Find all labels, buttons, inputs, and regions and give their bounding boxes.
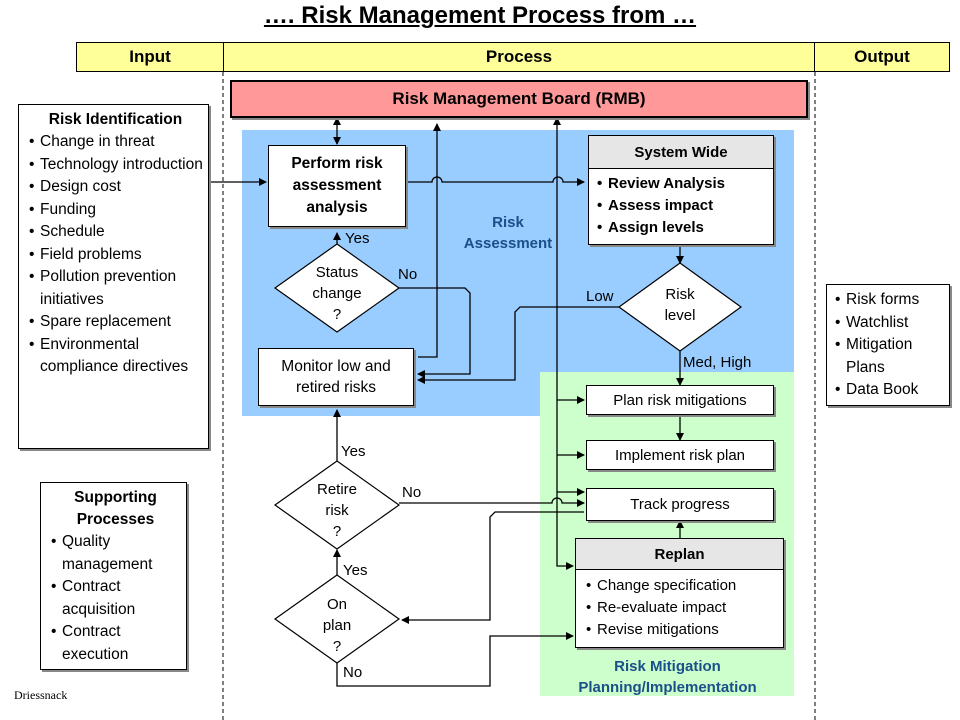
- list-item: Spare replacement: [27, 311, 204, 334]
- supporting-processes-title: Supporting Processes: [74, 489, 157, 528]
- plan-risk-mitigations-box: Plan risk mitigations: [586, 385, 774, 415]
- author-credit: Driessnack: [14, 688, 68, 702]
- status-change-diamond: [273, 243, 401, 333]
- list-item: Review Analysis: [595, 173, 773, 195]
- outputs-box: Risk forms Watchlist Mitigation Plans Da…: [826, 284, 950, 406]
- risk-management-board: Risk Management Board (RMB): [230, 80, 808, 118]
- risk-med-high-label: Med, High: [683, 354, 752, 371]
- perform-risk-assessment-box: Perform risk assessment analysis: [268, 145, 406, 227]
- list-item: Change specification: [584, 575, 783, 597]
- replan-list: Change specification Re-evaluate impact …: [576, 570, 783, 641]
- on-plan-no-label: No: [343, 664, 363, 681]
- on-plan-line: ?: [332, 638, 342, 655]
- list-item: Funding: [27, 199, 204, 222]
- monitor-risks-box: Monitor low and retired risks: [258, 348, 414, 406]
- list-item: Data Book: [833, 379, 945, 402]
- status-change-text: Status change ?: [297, 262, 377, 325]
- list-item: Revise mitigations: [584, 619, 783, 641]
- page-title: …. Risk Management Process from …: [263, 2, 697, 29]
- list-item: Re-evaluate impact: [584, 597, 783, 619]
- supporting-processes-box: Supporting Processes Quality management …: [40, 482, 187, 670]
- track-progress-box: Track progress: [586, 488, 774, 521]
- on-plan-diamond: [273, 574, 401, 664]
- system-wide-title: System Wide: [589, 136, 773, 169]
- retire-risk-text: Retire risk ?: [297, 479, 377, 542]
- outputs-list: Risk forms Watchlist Mitigation Plans Da…: [833, 289, 945, 402]
- column-header-input: Input: [76, 42, 224, 72]
- risk-identification-title: Risk Identification: [48, 111, 183, 128]
- risk-level-diamond: [617, 262, 743, 352]
- retire-no-label: No: [402, 484, 422, 501]
- status-no-label: No: [398, 266, 418, 283]
- status-change-line: Status: [315, 264, 359, 281]
- list-item: Schedule: [27, 221, 204, 244]
- list-item: Change in threat: [27, 131, 204, 154]
- column-header-output: Output: [814, 42, 950, 72]
- replan-box: Replan Change specification Re-evaluate …: [575, 538, 784, 648]
- retire-risk-diamond: [273, 460, 401, 550]
- list-item: Field problems: [27, 244, 204, 267]
- system-wide-box: System Wide Review Analysis Assess impac…: [588, 135, 774, 245]
- list-item: Contract acquisition: [49, 576, 182, 621]
- risk-identification-box: Risk Identification Change in threat Tec…: [18, 104, 209, 449]
- list-item: Contract execution: [49, 621, 182, 666]
- list-item: Watchlist: [833, 312, 945, 335]
- implement-risk-plan-box: Implement risk plan: [586, 440, 774, 470]
- list-item: Assess impact: [595, 195, 773, 217]
- risk-level-text: Risk level: [640, 284, 720, 326]
- list-item: Technology introduction: [27, 154, 204, 177]
- retire-yes-label: Yes: [341, 443, 366, 460]
- risk-level-line: level: [664, 307, 696, 324]
- risk-identification-list: Change in threat Technology introduction…: [27, 131, 204, 379]
- list-item: Risk forms: [833, 289, 945, 312]
- list-item: Mitigation Plans: [833, 334, 945, 379]
- risk-low-label: Low: [586, 288, 614, 305]
- retire-risk-line: risk: [325, 502, 349, 519]
- risk-level-line: Risk: [665, 286, 695, 303]
- retire-risk-line: ?: [332, 523, 342, 540]
- list-item: Quality management: [49, 531, 182, 576]
- on-plan-line: plan: [322, 617, 352, 634]
- list-item: Environmental compliance directives: [27, 334, 204, 379]
- status-change-line: change: [312, 285, 362, 302]
- list-item: Pollution prevention initiatives: [27, 266, 204, 311]
- replan-title: Replan: [576, 539, 783, 570]
- on-plan-yes-label: Yes: [343, 562, 368, 579]
- on-plan-text: On plan ?: [297, 594, 377, 657]
- risk-assessment-label: Risk Assessment: [463, 214, 553, 252]
- risk-mitigation-label: Risk Mitigation Planning/Implementation: [578, 658, 757, 696]
- system-wide-list: Review Analysis Assess impact Assign lev…: [589, 169, 773, 239]
- status-yes-label: Yes: [345, 230, 370, 247]
- on-plan-line: On: [326, 596, 347, 613]
- status-change-line: ?: [332, 306, 342, 323]
- retire-risk-line: Retire: [316, 481, 357, 498]
- list-item: Assign levels: [595, 217, 773, 239]
- list-item: Design cost: [27, 176, 204, 199]
- supporting-processes-list: Quality management Contract acquisition …: [49, 531, 182, 666]
